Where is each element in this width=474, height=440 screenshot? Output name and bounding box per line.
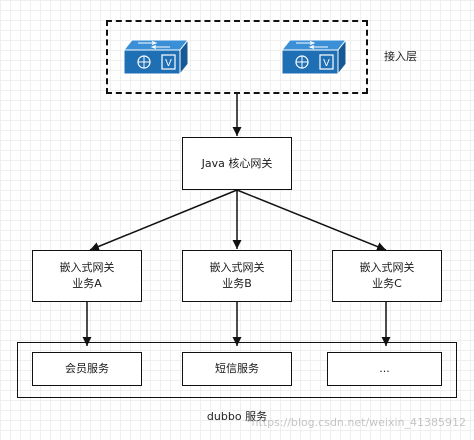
embedded-gateway-c-box: 嵌入式网关 业务C bbox=[332, 250, 442, 302]
java-core-gateway-box: Java 核心网关 bbox=[182, 137, 292, 190]
service-label: ... bbox=[379, 362, 390, 375]
member-service-box: 会员服务 bbox=[32, 352, 142, 386]
watermark: https://blog.csdn.net/weixin_41385912 bbox=[251, 416, 466, 429]
arrow-gateway-to-a bbox=[89, 189, 238, 251]
service-label: 短信服务 bbox=[215, 362, 259, 375]
embedded-gateway-title: 嵌入式网关 bbox=[359, 261, 415, 274]
embedded-gateway-business: 业务A bbox=[72, 277, 102, 290]
embedded-gateway-title: 嵌入式网关 bbox=[59, 261, 115, 274]
more-services-box: ... bbox=[327, 352, 442, 386]
embedded-gateway-a-box: 嵌入式网关 业务A bbox=[32, 250, 142, 302]
sms-service-box: 短信服务 bbox=[182, 352, 292, 386]
embedded-gateway-b-box: 嵌入式网关 业务B bbox=[182, 250, 292, 302]
embedded-gateway-title: 嵌入式网关 bbox=[209, 261, 265, 274]
arrow-gateway-to-c bbox=[236, 189, 387, 251]
network-switch-icon: V bbox=[280, 38, 348, 76]
dubbo-services-container bbox=[17, 342, 457, 398]
svg-text:V: V bbox=[323, 58, 330, 69]
embedded-gateway-business: 业务B bbox=[222, 277, 252, 290]
service-label: 会员服务 bbox=[65, 362, 109, 375]
network-switch-icon: V bbox=[122, 38, 190, 76]
access-layer-box bbox=[106, 20, 368, 94]
access-layer-label: 接入层 bbox=[384, 50, 417, 63]
java-core-gateway-label: Java 核心网关 bbox=[201, 156, 273, 170]
embedded-gateway-business: 业务C bbox=[372, 277, 402, 290]
svg-text:V: V bbox=[165, 58, 172, 69]
dubbo-services-label: dubbo 服务 bbox=[206, 410, 268, 423]
